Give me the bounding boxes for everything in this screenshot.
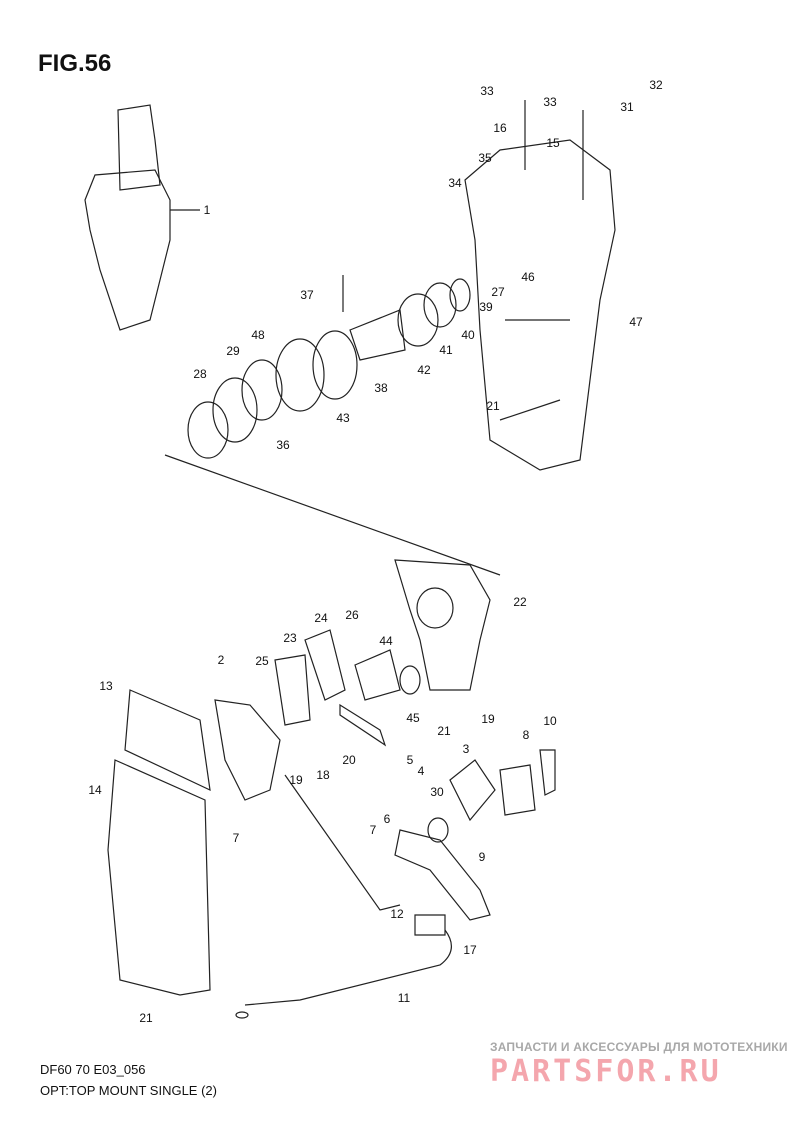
cover-plate-part bbox=[107, 759, 211, 996]
callout-39: 39 bbox=[479, 300, 493, 314]
callout-13: 13 bbox=[99, 679, 113, 693]
callout-29: 29 bbox=[226, 344, 240, 358]
callout-31: 31 bbox=[620, 100, 634, 114]
diagram-code: DF60 70 E03_056 bbox=[40, 1062, 146, 1077]
callout-20: 20 bbox=[342, 753, 356, 767]
callout-38: 38 bbox=[374, 381, 388, 395]
callout-1: 1 bbox=[203, 203, 211, 217]
callout-19: 19 bbox=[481, 712, 495, 726]
callout-7: 7 bbox=[369, 823, 377, 837]
callout-41: 41 bbox=[439, 343, 453, 357]
callout-33: 33 bbox=[543, 95, 557, 109]
callout-18: 18 bbox=[316, 768, 330, 782]
callout-3: 3 bbox=[462, 742, 470, 756]
callout-4: 4 bbox=[417, 764, 425, 778]
callout-26: 26 bbox=[345, 608, 359, 622]
control-lever-part bbox=[117, 104, 161, 191]
housing-part bbox=[464, 139, 616, 471]
callout-40: 40 bbox=[461, 328, 475, 342]
callout-12: 12 bbox=[390, 907, 404, 921]
callout-16: 16 bbox=[493, 121, 507, 135]
callout-30: 30 bbox=[430, 785, 444, 799]
control-box-part bbox=[84, 169, 171, 331]
callout-34: 34 bbox=[448, 176, 462, 190]
callout-15: 15 bbox=[546, 136, 560, 150]
callout-5: 5 bbox=[406, 753, 414, 767]
watermark-logo: PARTSFOR.RU bbox=[490, 1054, 722, 1089]
callout-10: 10 bbox=[543, 714, 557, 728]
callout-32: 32 bbox=[649, 78, 663, 92]
callout-2: 2 bbox=[217, 653, 225, 667]
callout-21: 21 bbox=[139, 1011, 153, 1025]
callout-37: 37 bbox=[300, 288, 314, 302]
callout-42: 42 bbox=[417, 363, 431, 377]
callout-9: 9 bbox=[478, 850, 486, 864]
callout-7: 7 bbox=[232, 831, 240, 845]
callout-19: 19 bbox=[289, 773, 303, 787]
callout-35: 35 bbox=[478, 151, 492, 165]
callout-47: 47 bbox=[629, 315, 643, 329]
callout-36: 36 bbox=[276, 438, 290, 452]
callout-21: 21 bbox=[437, 724, 451, 738]
callout-23: 23 bbox=[283, 631, 297, 645]
callout-17: 17 bbox=[463, 943, 477, 957]
callout-8: 8 bbox=[522, 728, 530, 742]
callout-11: 11 bbox=[397, 991, 411, 1005]
callout-6: 6 bbox=[383, 812, 391, 826]
bracket-part bbox=[394, 559, 491, 691]
callout-44: 44 bbox=[379, 634, 393, 648]
callout-24: 24 bbox=[314, 611, 328, 625]
callout-27: 27 bbox=[491, 285, 505, 299]
callout-33: 33 bbox=[480, 84, 494, 98]
callout-43: 43 bbox=[336, 411, 350, 425]
watermark-tagline: ЗАПЧАСТИ И АКСЕССУАРЫ ДЛЯ МОТОТЕХНИКИ bbox=[490, 1040, 788, 1054]
callout-21: 21 bbox=[486, 399, 500, 413]
callout-22: 22 bbox=[513, 595, 527, 609]
callout-25: 25 bbox=[255, 654, 269, 668]
callout-14: 14 bbox=[88, 783, 102, 797]
callout-28: 28 bbox=[193, 367, 207, 381]
callout-48: 48 bbox=[251, 328, 265, 342]
figure-title: FIG.56 bbox=[38, 50, 112, 77]
callout-46: 46 bbox=[521, 270, 535, 284]
diagram-caption: OPT:TOP MOUNT SINGLE (2) bbox=[40, 1083, 217, 1098]
callout-45: 45 bbox=[406, 711, 420, 725]
